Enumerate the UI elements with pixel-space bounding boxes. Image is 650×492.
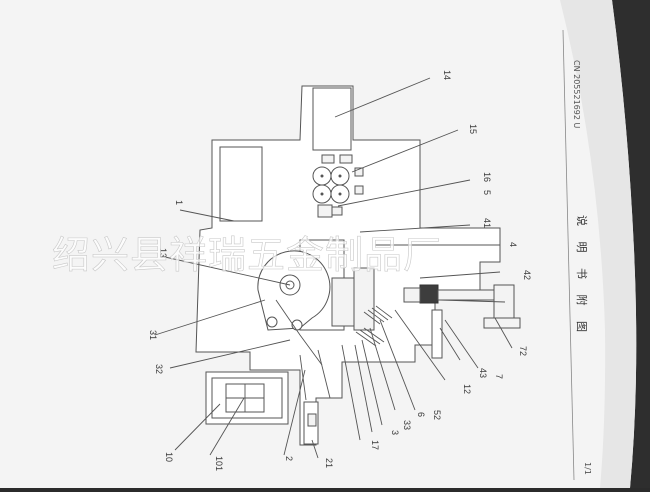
cylinder-base <box>483 317 521 329</box>
roller-assembly <box>312 154 364 204</box>
punch-block <box>419 284 439 304</box>
label-7: 7 <box>494 374 504 379</box>
patent-number: CN 205521692 U <box>572 60 581 128</box>
label-21: 21 <box>324 458 334 468</box>
label-101: 101 <box>214 456 224 471</box>
linkage-arm <box>275 299 323 366</box>
label-12: 12 <box>462 384 472 394</box>
spring-hatch <box>363 305 393 325</box>
wire-guide-clip <box>331 206 343 216</box>
figure-caption: 说 明 书 附 图 <box>575 215 589 338</box>
leader-lines <box>154 77 513 459</box>
label-52: 52 <box>432 410 442 420</box>
cam-pin <box>266 316 278 328</box>
machine-body <box>195 85 521 446</box>
wire-guide <box>317 204 333 218</box>
label-41: 41 <box>482 218 492 228</box>
label-10: 10 <box>164 452 174 462</box>
output-chute-slot <box>307 413 317 427</box>
main-frame <box>195 85 501 446</box>
label-6: 6 <box>416 412 426 417</box>
label-1: 1 <box>174 200 184 205</box>
label-31: 31 <box>148 330 158 340</box>
punch-rod <box>437 289 495 301</box>
label-3: 3 <box>390 430 400 435</box>
punch-holder <box>403 287 421 303</box>
label-5: 5 <box>482 190 492 195</box>
control-panel <box>219 146 263 222</box>
label-17: 17 <box>370 440 380 450</box>
label-72: 72 <box>518 346 528 356</box>
header-rule <box>562 29 575 481</box>
slide-block <box>331 277 357 327</box>
reference-numerals: 14 15 16 5 1 13 31 32 41 4 42 72 7 43 12… <box>148 70 532 471</box>
label-15: 15 <box>468 124 478 134</box>
watermark: 绍兴县祥瑞五金制品厂 <box>52 233 442 277</box>
slide-rail <box>353 267 375 331</box>
label-42: 42 <box>522 270 532 280</box>
label-33: 33 <box>402 420 412 430</box>
hopper-box <box>312 87 352 151</box>
label-2: 2 <box>284 456 294 461</box>
page-number: 1/1 <box>583 462 592 475</box>
label-16: 16 <box>482 172 492 182</box>
label-32: 32 <box>154 364 164 374</box>
label-13: 13 <box>158 248 168 258</box>
label-43: 43 <box>478 368 488 378</box>
label-14: 14 <box>442 70 452 80</box>
spring-hatch-2 <box>355 327 385 347</box>
label-4: 4 <box>508 242 518 247</box>
page-curl-shade <box>560 0 637 488</box>
support-post <box>431 309 443 359</box>
